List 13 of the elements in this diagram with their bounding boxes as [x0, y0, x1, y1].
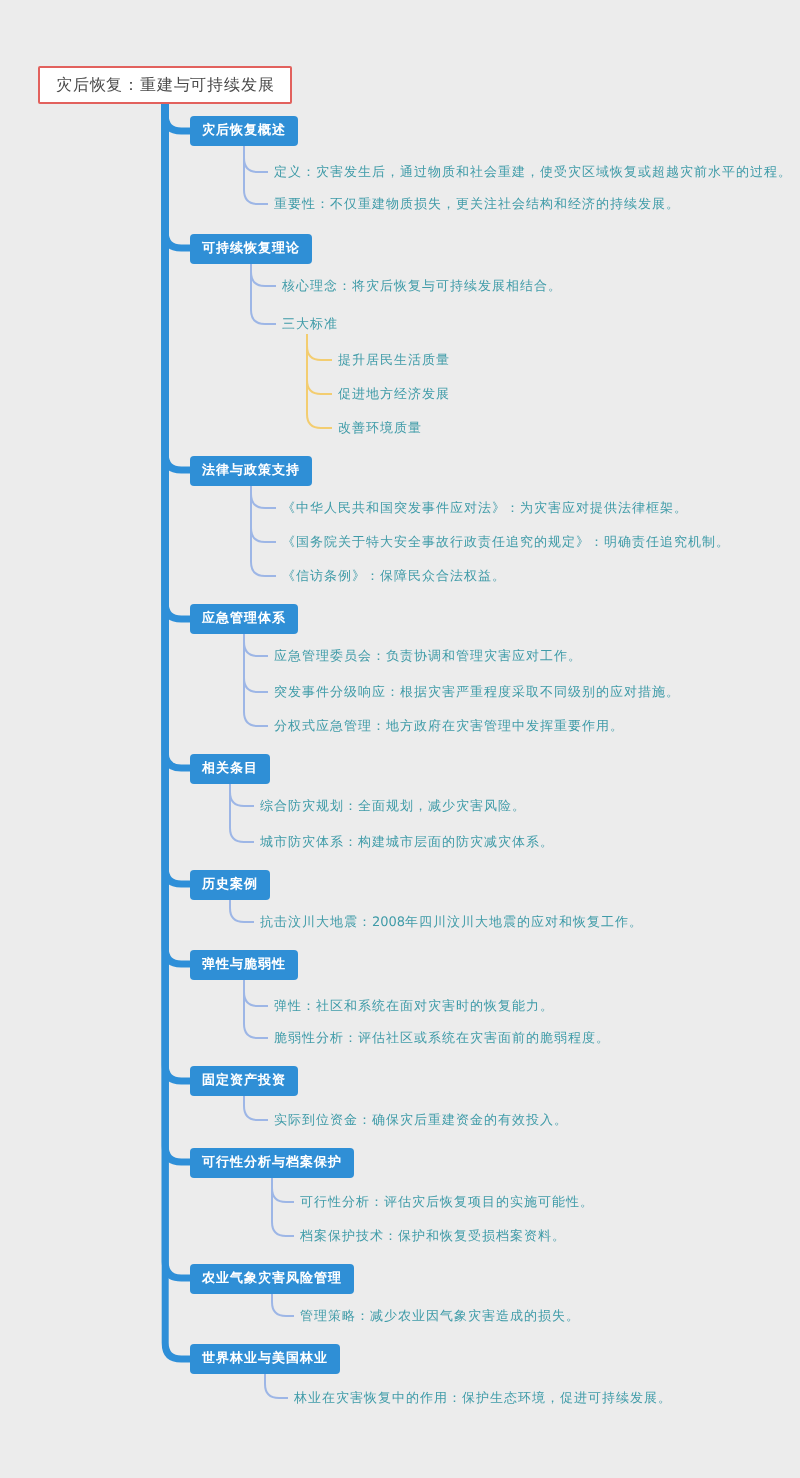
connector-line	[243, 633, 269, 727]
connector-line	[243, 978, 269, 1039]
connector-line	[250, 262, 277, 325]
connector-line	[264, 1373, 289, 1399]
connector-line	[306, 333, 333, 429]
connector-line	[271, 1176, 295, 1237]
connector-line	[229, 898, 255, 923]
connector-line	[271, 1292, 295, 1317]
connector-line	[243, 145, 269, 205]
connector-line	[250, 484, 277, 577]
connector-line	[229, 782, 255, 843]
connector-line	[243, 1095, 269, 1121]
central-topic-box: 灾后恢复：重建与可持续发展	[38, 66, 293, 104]
